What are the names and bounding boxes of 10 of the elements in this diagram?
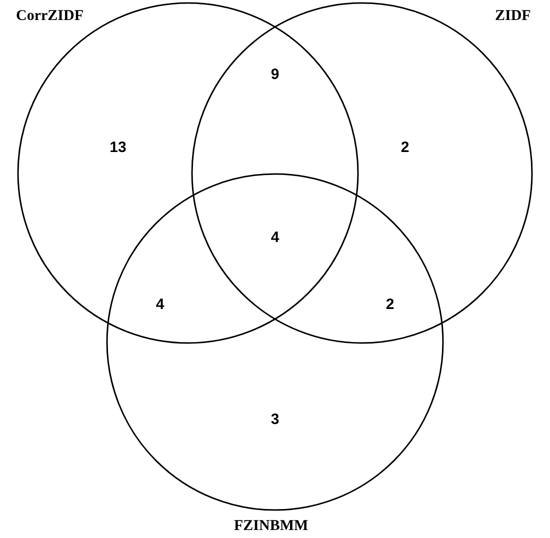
set-label: FZINBMM <box>234 517 308 535</box>
region-count: 3 <box>270 411 280 429</box>
set-label: CorrZIDF <box>16 7 84 25</box>
set-label: ZIDF <box>495 7 531 25</box>
region-count: 2 <box>400 139 410 157</box>
region-count: 9 <box>270 66 280 84</box>
region-count: 4 <box>270 229 280 247</box>
region-count: 4 <box>156 296 164 314</box>
region-count: 13 <box>110 139 126 157</box>
region-count: 2 <box>386 296 394 314</box>
